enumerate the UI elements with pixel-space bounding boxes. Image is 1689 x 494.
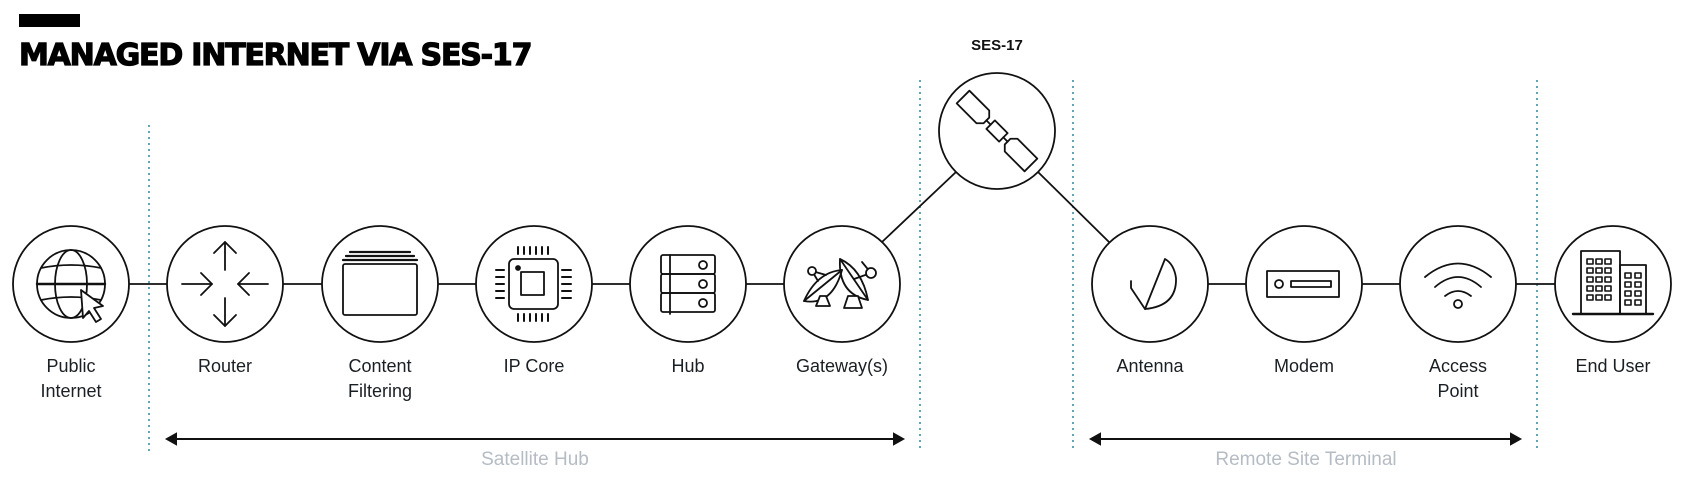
modem-icon xyxy=(1266,270,1340,298)
label-modem: Modem xyxy=(1273,356,1335,376)
node-modem xyxy=(1245,225,1363,343)
satellite-icon xyxy=(955,89,1039,173)
node-satellite xyxy=(938,72,1056,190)
node-gateways xyxy=(783,225,901,343)
link-satellite-antenna xyxy=(1037,171,1110,243)
chip-icon xyxy=(495,246,572,322)
label-router: Router xyxy=(197,356,253,376)
page-title: MANAGED INTERNET VIA SES-17 xyxy=(18,37,533,73)
globe-cursor-icon xyxy=(35,249,107,323)
title-accent-bar xyxy=(19,14,80,27)
label-antenna: Antenna xyxy=(1116,356,1184,376)
label-line: Public xyxy=(46,356,96,376)
satellite-label: SES-17 xyxy=(971,37,1023,54)
section-label-satellite-hub: Satellite Hub xyxy=(481,449,589,470)
node-router xyxy=(166,225,284,343)
wifi-icon xyxy=(1424,262,1492,309)
label-hub: Hub xyxy=(671,356,705,376)
label-line: Filtering xyxy=(347,381,413,401)
buildings-icon xyxy=(1571,250,1655,316)
connectors xyxy=(129,171,1555,285)
node-antenna xyxy=(1091,225,1209,343)
node-access-point xyxy=(1399,225,1517,343)
node-content-filtering xyxy=(321,225,439,343)
label-end-user: End User xyxy=(1575,356,1651,376)
node-hub xyxy=(629,225,747,343)
label-line: Internet xyxy=(40,381,102,401)
satellite-hub-range-arrow xyxy=(164,432,906,446)
satellite-dishes-icon xyxy=(803,258,877,309)
dividers xyxy=(148,80,1538,452)
node-ip-core xyxy=(475,225,593,343)
remote-site-range-arrow xyxy=(1088,432,1523,446)
dish-antenna-icon xyxy=(1130,258,1177,310)
stacked-window-icon xyxy=(341,250,419,316)
node-end-user xyxy=(1554,225,1672,343)
section-label-remote-site-terminal: Remote Site Terminal xyxy=(1215,449,1397,470)
label-line: Access xyxy=(1428,356,1488,376)
label-ip-core: IP Core xyxy=(503,356,565,376)
label-gateways: Gateway(s) xyxy=(795,356,889,376)
server-rack-icon xyxy=(660,254,716,315)
label-line: Content xyxy=(348,356,412,376)
link-gateway-satellite xyxy=(881,171,957,243)
router-arrows-icon xyxy=(181,241,269,327)
label-line: Point xyxy=(1437,381,1479,401)
